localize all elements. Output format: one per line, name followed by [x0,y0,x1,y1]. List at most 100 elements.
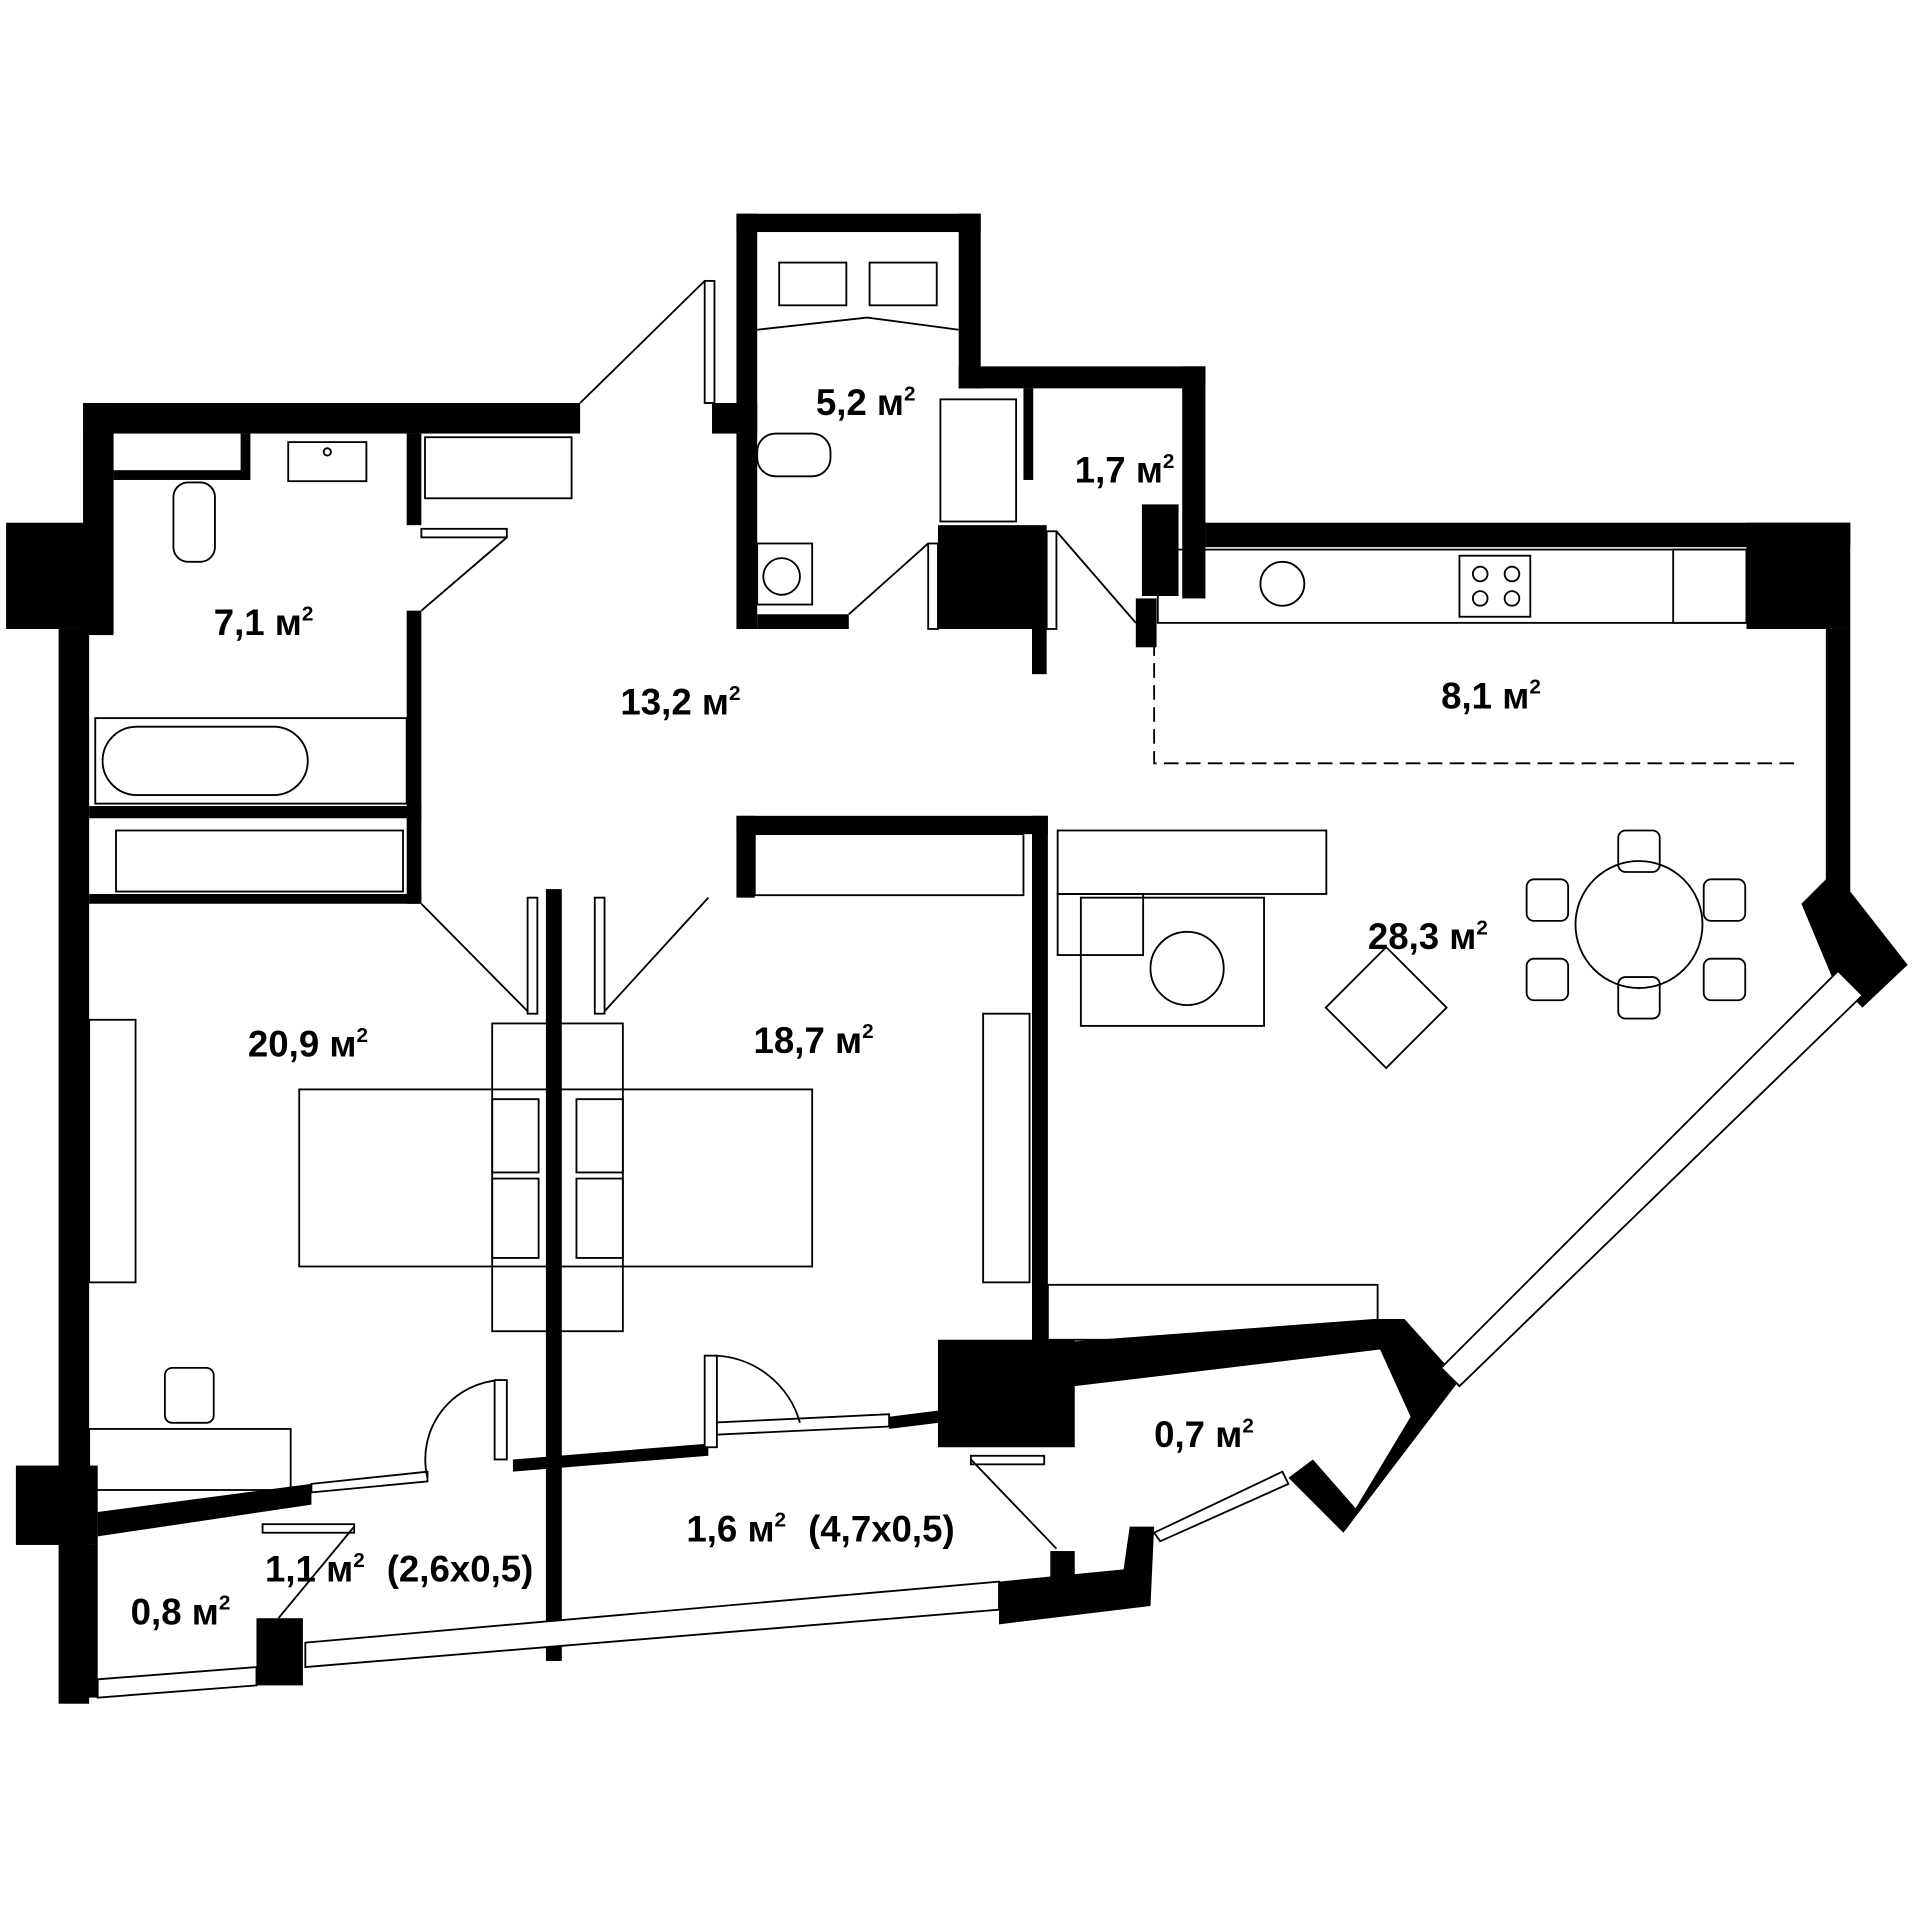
label-part: 7,1 м [214,602,302,643]
windows [96,969,1864,1699]
plan-shape [736,815,1048,835]
plan-shape [406,433,422,526]
kitchen-counter [1156,548,1748,624]
plan-shape [420,527,508,539]
label-part: 20,9 м [248,1023,357,1064]
plan-shape [261,1523,356,1534]
plan-shape [96,1666,258,1699]
plan-shape [1525,957,1570,1002]
dining-table-icon [1574,860,1704,989]
sink-icon [868,261,938,307]
plan-shape [113,470,248,480]
washing-machine-icon [756,542,814,606]
room-area-label: 8,1 м2 [1441,675,1541,716]
sink-icon [778,261,848,307]
furniture [88,261,1796,1491]
room-area-label: 0,7 м2 [1154,1414,1254,1455]
wardrobe-icon [753,833,1025,897]
toilet-icon [172,481,216,563]
plan-shape [889,1410,938,1429]
plan-shape [83,403,114,636]
label-part: 2 [219,1592,231,1615]
plan-shape [424,1379,501,1478]
label-part: 2 [302,602,314,625]
plan-shape [848,542,929,615]
plan-shape [1023,388,1034,480]
plan-shape [736,213,758,629]
label-part: 2 [904,383,916,406]
plan-shape [322,447,332,457]
plan-shape [1471,590,1489,607]
label-part: 2 [775,1509,787,1532]
plan-shape [240,433,251,480]
plan-shape [83,403,581,434]
plan-shape [714,1354,801,1424]
plan-shape [937,525,1032,629]
plan-shape [1503,590,1521,607]
plan-shape [1525,878,1570,922]
shower-icon [939,398,1018,523]
plan-shape [958,366,1206,389]
plan-shape [1746,522,1851,629]
room-area-label: 18,7 м2 [754,1020,874,1061]
label-part: 13,2 м [620,681,729,722]
room-area-label: 13,2 м2 [620,681,740,722]
label-part: 2 [1163,450,1175,473]
plan-shape [1045,530,1058,630]
label-part: 8,1 м [1441,675,1529,716]
room-area-label: 1,6 м2(4,7x0,5) [686,1508,954,1549]
plan-shape [970,1454,1046,1466]
plan-shape [927,542,939,630]
label-part: 1,7 м [1075,449,1163,490]
plan-shape [277,1526,355,1619]
plan-shape [15,1465,98,1545]
plan-shape [736,815,755,898]
plan-shape [1152,1470,1290,1543]
plan-shape [491,1022,624,1333]
plan-shape [999,1526,1155,1625]
plan-shape [1471,565,1489,583]
walls [6,213,1908,1704]
plan-shape [703,279,716,404]
plan-shape [1056,893,1145,956]
plan-shape [593,896,606,1015]
coffee-table-icon [1149,930,1225,1007]
radiator-icon [982,1012,1031,1284]
label-part: 18,7 м [754,1020,863,1061]
label-part: 0,7 м [1154,1414,1242,1455]
plan-shape [579,280,706,404]
label-part: 2 [353,1549,365,1572]
plan-shape [1050,1551,1075,1582]
plan-shape [493,1379,508,1461]
plan-shape [736,213,981,233]
label-part: 5,2 м [816,382,904,423]
armchair-icon [1324,945,1448,1070]
plan-shape [89,893,422,904]
plan-shape [526,896,539,1015]
plan-shape [1205,522,1851,548]
plan-shape [420,903,529,1012]
stove-icon [1458,554,1532,618]
plan-shape [1617,829,1661,873]
bench [1046,1283,1379,1341]
toilet-icon [756,432,832,478]
plan-shape [1135,598,1157,648]
rug [1079,896,1265,1027]
desk-icon [88,1428,292,1491]
bed-icon [298,1088,814,1268]
plan-shape [1031,815,1048,1362]
plan-shape [575,1098,624,1174]
plan-shape [1503,565,1521,583]
fridge-icon [1672,548,1748,624]
wardrobe-icon [424,436,573,500]
sink-icon [1259,560,1306,607]
plan-shape [1153,641,1796,765]
label-part: 28,3 м [1368,916,1477,957]
plan-shape [703,1354,718,1449]
plan-shape [1031,525,1047,675]
plan-shape [6,522,86,629]
plan-shape [1182,366,1206,599]
plan-shape [97,1483,312,1537]
room-area-label: 0,8 м2 [131,1591,231,1632]
